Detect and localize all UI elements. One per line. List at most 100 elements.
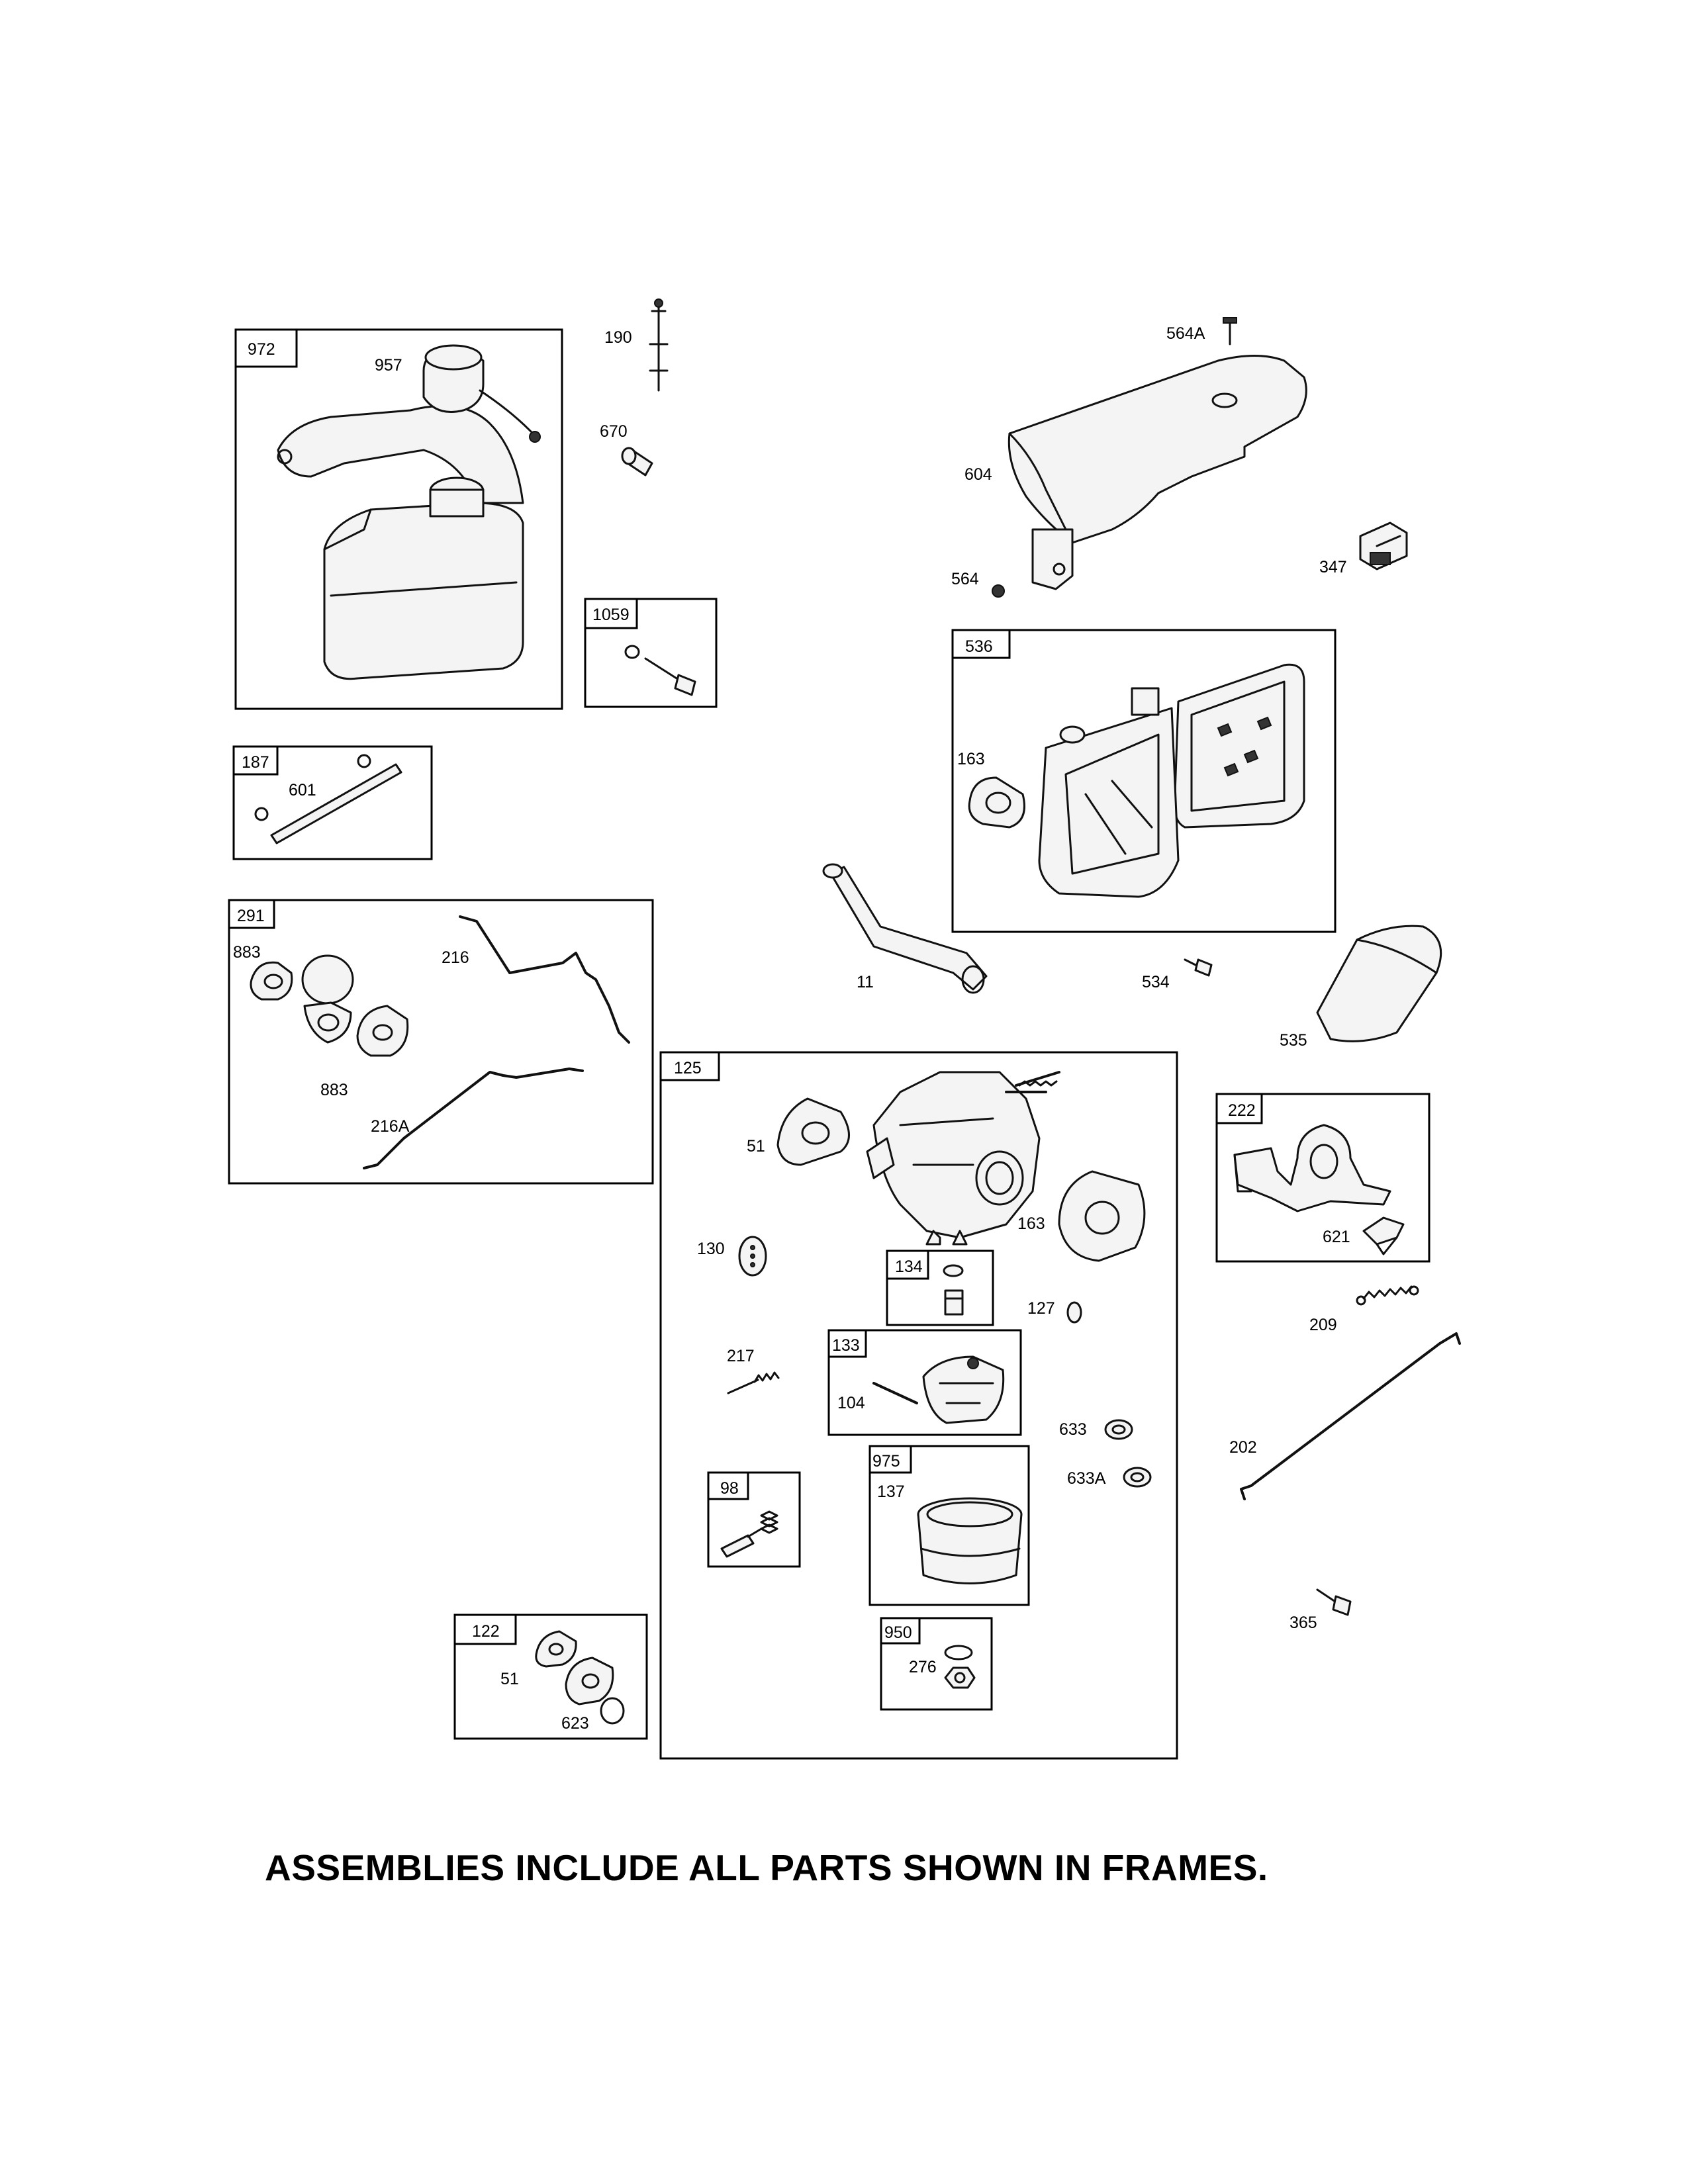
frame-125: 125 xyxy=(659,1051,1178,1760)
callout-209: 209 xyxy=(1309,1316,1337,1334)
callout-216A: 216A xyxy=(371,1117,410,1136)
callout-633A: 633A xyxy=(1067,1469,1106,1488)
frame-label-950: 950 xyxy=(884,1623,912,1642)
callout-276: 276 xyxy=(909,1658,937,1676)
frame-label-133: 133 xyxy=(832,1336,860,1355)
nut-276-part xyxy=(944,1645,976,1689)
frame-972: 972 xyxy=(234,328,563,710)
frame-label-536: 536 xyxy=(965,637,993,656)
callout-883-upper: 883 xyxy=(233,943,261,962)
callout-104: 104 xyxy=(837,1394,865,1412)
bolt-1059-part xyxy=(624,645,696,696)
frame-950: 950 xyxy=(880,1617,993,1711)
plate-130-part xyxy=(738,1236,767,1277)
frame-label-1059: 1059 xyxy=(592,606,630,624)
gasket-883-upper xyxy=(250,961,293,1001)
callout-127: 127 xyxy=(1027,1299,1055,1318)
air-filter-cover-604 xyxy=(1008,355,1307,590)
throttle-rod-202 xyxy=(1240,1332,1461,1500)
dipstick-tube-part xyxy=(649,298,669,392)
spring-209-part xyxy=(1356,1285,1419,1306)
governor-rod-216 xyxy=(459,915,630,1044)
callout-347: 347 xyxy=(1319,558,1347,576)
callout-564: 564 xyxy=(951,570,979,588)
callout-564A: 564A xyxy=(1166,324,1205,343)
frame-label-187: 187 xyxy=(242,753,269,772)
carburetor-body-part xyxy=(866,1071,1060,1246)
washer-633-part xyxy=(1104,1419,1133,1440)
oring-623-part xyxy=(600,1697,625,1725)
callout-957: 957 xyxy=(375,356,402,375)
washer-633A-part xyxy=(1123,1467,1152,1488)
frame-label-222: 222 xyxy=(1228,1101,1256,1120)
needle-valve-134 xyxy=(943,1264,964,1316)
fuel-line-part xyxy=(254,754,402,844)
frame-label-122: 122 xyxy=(472,1622,500,1641)
governor-spring-link-216A xyxy=(363,1068,584,1169)
frame-187: 187 xyxy=(232,745,433,860)
spacer-part xyxy=(565,1657,614,1706)
callout-163-lower: 163 xyxy=(1017,1214,1045,1233)
callout-633: 633 xyxy=(1059,1420,1087,1439)
callout-601: 601 xyxy=(289,781,316,799)
frame-222: 222 xyxy=(1215,1093,1430,1263)
fuel-cap-part xyxy=(422,344,541,443)
callout-130: 130 xyxy=(697,1240,725,1258)
gasket-883-lower xyxy=(356,1005,409,1057)
frame-label-98: 98 xyxy=(720,1479,739,1498)
callout-623: 623 xyxy=(561,1714,589,1733)
frame-label-134: 134 xyxy=(895,1257,923,1276)
callout-883-lower: 883 xyxy=(320,1081,348,1099)
gasket-51-lower xyxy=(535,1630,577,1668)
screw-534-part xyxy=(1184,958,1213,977)
screw-564A-part xyxy=(1223,317,1237,345)
frame-label-975: 975 xyxy=(872,1452,900,1471)
callout-621: 621 xyxy=(1323,1228,1350,1246)
frame-122: 122 xyxy=(453,1614,648,1740)
gasket-51-upper xyxy=(776,1097,850,1166)
callout-534: 534 xyxy=(1142,973,1170,991)
callout-51-upper: 51 xyxy=(747,1137,765,1156)
callout-670: 670 xyxy=(600,422,628,441)
sleeve-670-part xyxy=(621,447,653,477)
callout-137: 137 xyxy=(877,1482,905,1501)
oring-127-part xyxy=(1066,1301,1082,1324)
callout-163-upper: 163 xyxy=(957,750,985,768)
frame-291: 291 xyxy=(228,899,654,1185)
frame-label-291: 291 xyxy=(237,907,265,925)
callout-535: 535 xyxy=(1280,1031,1307,1050)
callout-202: 202 xyxy=(1229,1438,1257,1457)
frame-1059: 1059 xyxy=(584,598,718,708)
frame-134: 134 xyxy=(886,1250,994,1326)
float-bowl-137 xyxy=(917,1497,1023,1584)
screw-564-part xyxy=(992,584,1005,598)
gasket-163-upper xyxy=(968,776,1025,829)
frame-133: 133 xyxy=(827,1329,1022,1436)
frame-98: 98 xyxy=(707,1471,801,1568)
callout-216: 216 xyxy=(442,948,469,967)
frame-label-972: 972 xyxy=(248,340,275,359)
breather-tube-11 xyxy=(822,863,988,994)
idle-screw-98 xyxy=(720,1510,778,1558)
screw-365-part xyxy=(1316,1588,1352,1616)
control-bracket-222 xyxy=(1233,1124,1391,1212)
float-133-part xyxy=(872,1355,1005,1424)
fuel-tank-part xyxy=(277,404,524,680)
frame-label-125: 125 xyxy=(674,1059,702,1077)
switch-347-part xyxy=(1359,522,1408,570)
frame-975: 975 xyxy=(868,1445,1030,1606)
callout-365: 365 xyxy=(1289,1614,1317,1632)
breather-part xyxy=(301,954,354,1044)
air-filter-element-535 xyxy=(1316,925,1442,1042)
air-cleaner-base-part xyxy=(1038,663,1305,898)
callout-51-lower: 51 xyxy=(500,1670,519,1688)
spring-217-part xyxy=(727,1371,780,1394)
assemblies-note: ASSEMBLIES INCLUDE ALL PARTS SHOWN IN FR… xyxy=(265,1847,1268,1888)
callout-190: 190 xyxy=(604,328,632,347)
callout-11: 11 xyxy=(857,973,874,991)
callout-604: 604 xyxy=(964,465,992,484)
clip-621-part xyxy=(1362,1216,1405,1255)
frame-536: 536 xyxy=(951,629,1336,933)
